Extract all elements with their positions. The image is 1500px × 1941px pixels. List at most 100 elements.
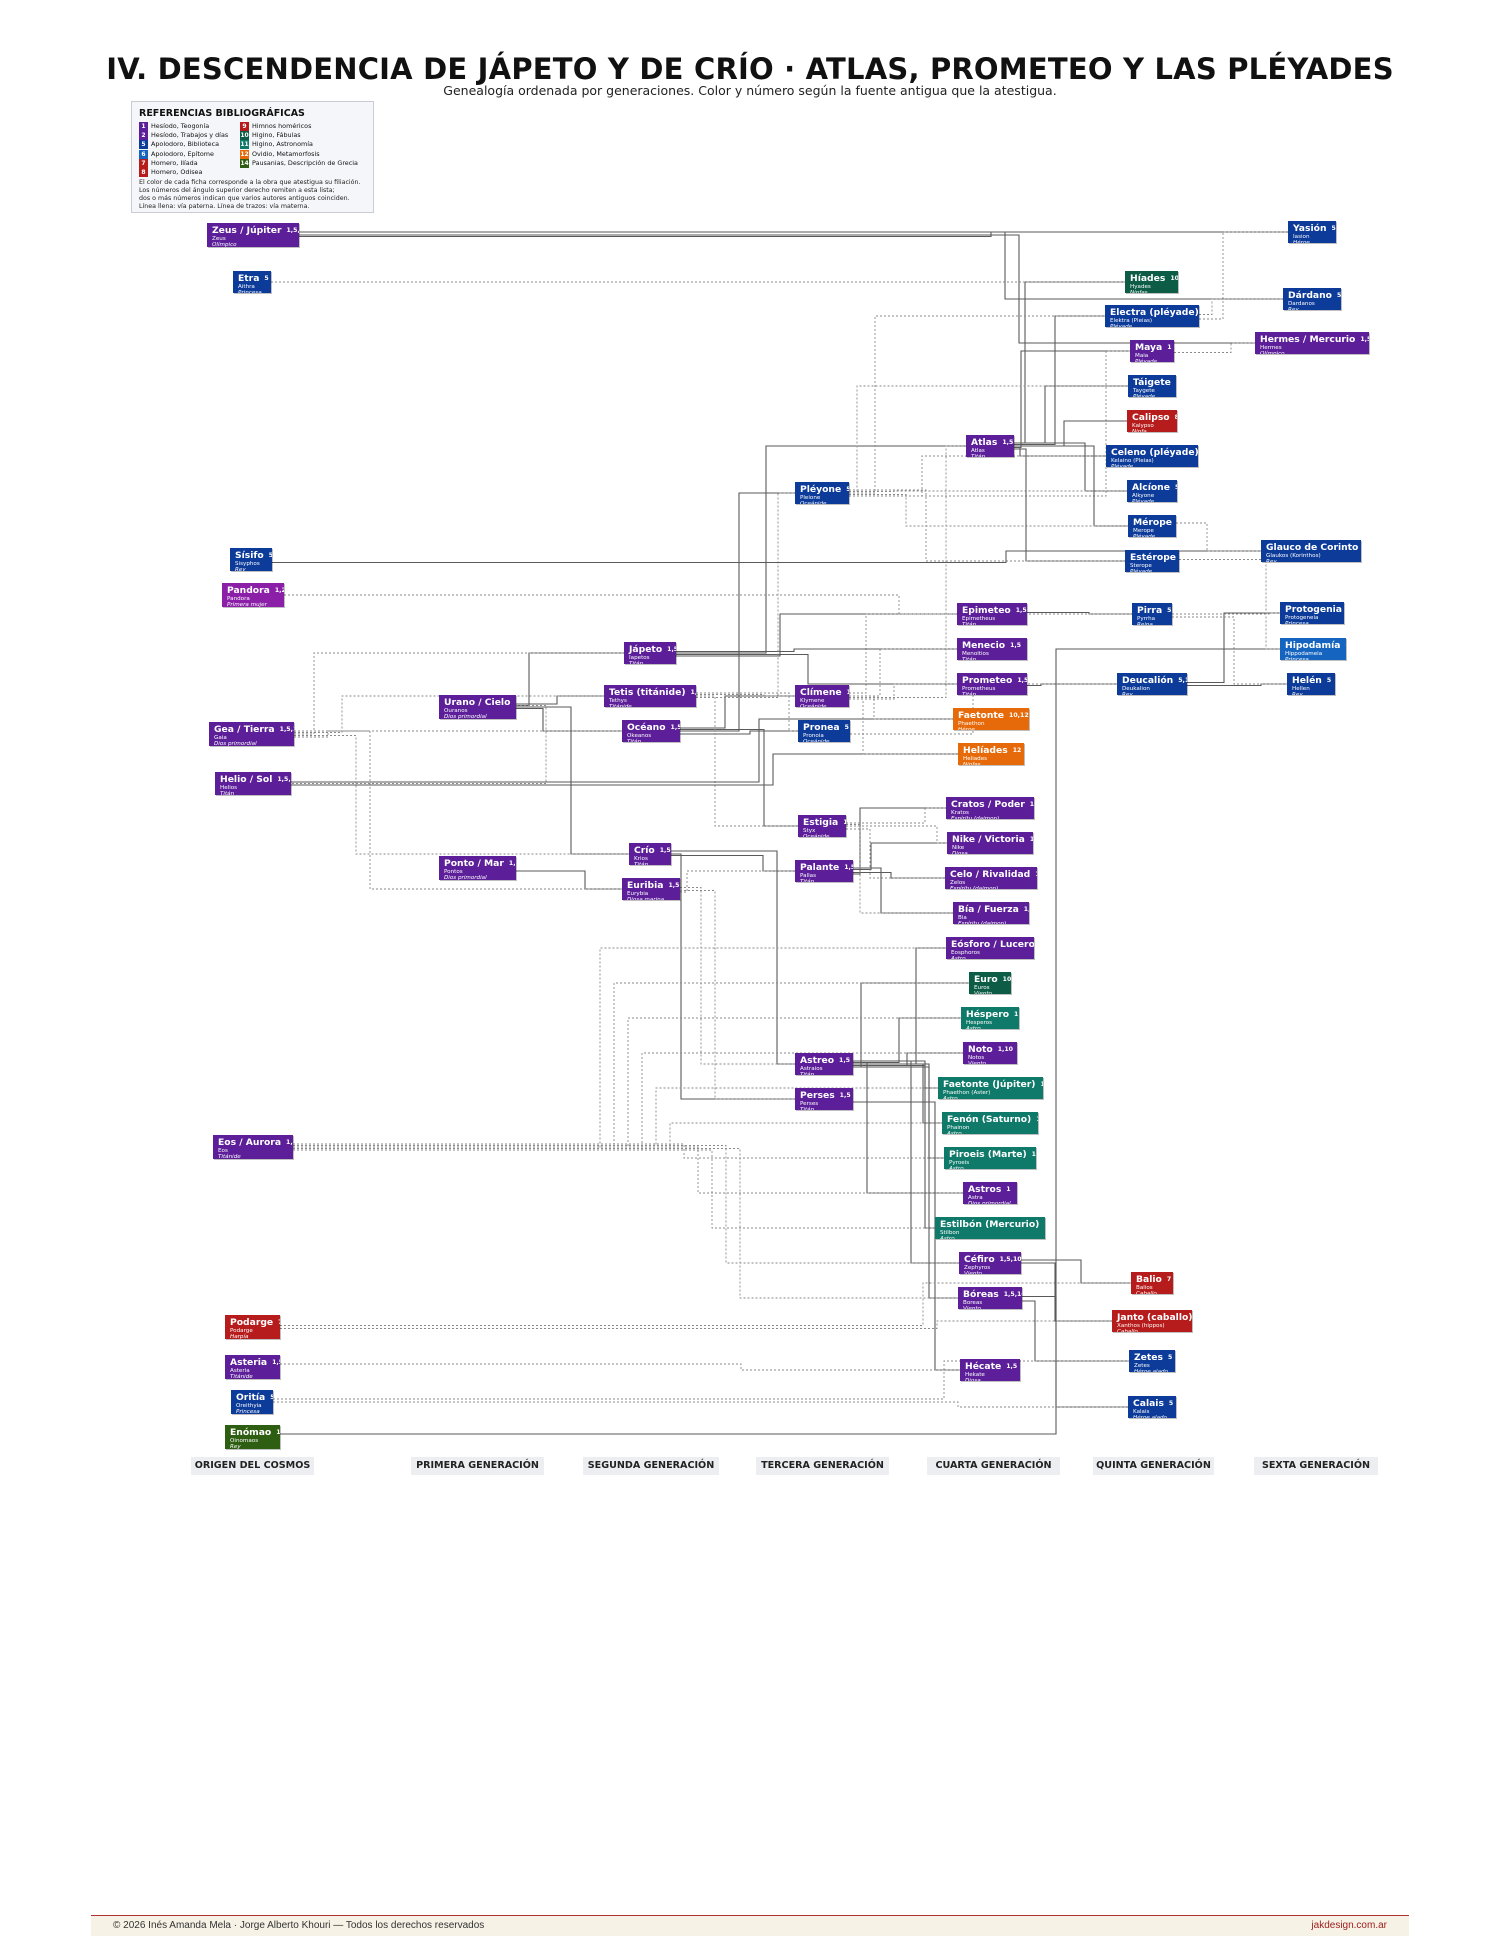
- legend-label: Himnos homéricos: [252, 122, 312, 130]
- node-merope[interactable]: Mérope5MeropePléyade: [1128, 515, 1176, 537]
- node-role: Astro: [949, 1166, 1032, 1169]
- node-euro[interactable]: Euro10EurosViento: [969, 972, 1011, 994]
- node-celeno[interactable]: Celeno (pléyade)5Kelaino (Pleias)Pléyade: [1106, 445, 1198, 467]
- node-janto[interactable]: Janto (caballo)7Xanthos (hippos)Caballo: [1112, 1310, 1192, 1332]
- node-podarge[interactable]: Podarge7PodargeHarpía: [225, 1315, 280, 1339]
- node-calais[interactable]: Calais5KalaisHéroe alado: [1128, 1396, 1176, 1418]
- link-eos-boreas: [293, 1148, 958, 1299]
- node-protogenia[interactable]: Protogenia5ProtogeneiaPrincesa: [1280, 602, 1344, 624]
- node-role: Rey: [1122, 692, 1183, 695]
- node-enomao[interactable]: Enómao14OinomaosRey: [225, 1425, 280, 1449]
- link-oceano-climene: [680, 695, 795, 729]
- node-hespero[interactable]: Héspero11HesperosAstro: [961, 1007, 1019, 1029]
- node-pirra[interactable]: Pirra5PyrrhaReina: [1132, 603, 1172, 625]
- node-yasion[interactable]: Yasión5IasionHéroe: [1288, 221, 1336, 243]
- node-esterope[interactable]: Estérope5SteropePléyade: [1125, 550, 1179, 572]
- node-balio[interactable]: Balio7BaliosCaballo: [1131, 1272, 1173, 1294]
- legend-swatch: 11: [240, 140, 249, 150]
- node-celo[interactable]: Celo / Rivalidad1,5ZelosEspíritu (daimon…: [945, 867, 1037, 889]
- node-estilbon[interactable]: Estilbón (Mercurio)11StilbonAstro: [935, 1217, 1045, 1239]
- node-helen[interactable]: Helén5HellenRey: [1287, 673, 1335, 695]
- node-title: Calais: [1133, 1398, 1164, 1409]
- node-pleyone[interactable]: Pléyone5PleioneOceánide: [795, 482, 849, 504]
- node-source-badge: 5: [264, 275, 269, 282]
- node-original-name: Phaethon (Aster): [943, 1090, 991, 1096]
- node-name: Tetis (titánide)1,5: [609, 687, 696, 698]
- node-tetis[interactable]: Tetis (titánide)1,5TethysTitánide: [604, 685, 696, 707]
- node-maya[interactable]: Maya1MaiaPléyade: [1130, 340, 1174, 362]
- node-calipso[interactable]: Calipso8KalypsoNinfa: [1127, 410, 1177, 432]
- node-role: Princesa: [1285, 621, 1340, 624]
- node-title: Nike / Victoria: [952, 834, 1025, 845]
- node-electra[interactable]: Electra (pléyade)5Elektra (Pleias)Pléyad…: [1105, 305, 1199, 327]
- link-podarge-janto: [280, 1320, 1112, 1329]
- node-etra[interactable]: Etra5AithraPrincesa: [233, 271, 271, 293]
- node-estigia[interactable]: Estigia1StyxOceánide: [798, 815, 846, 837]
- node-title: Prometeo: [962, 675, 1013, 686]
- node-role: Rey: [1288, 307, 1337, 310]
- node-eosforo[interactable]: Eósforo / Lucero1EosphorosAstro: [946, 937, 1034, 959]
- node-title: Helíades: [963, 745, 1008, 756]
- node-dardano[interactable]: Dárdano5DardanosRey: [1283, 288, 1341, 310]
- node-heliades[interactable]: Helíades12HeliadesNinfas: [958, 743, 1024, 765]
- node-title: Eos / Aurora: [218, 1137, 282, 1148]
- node-pronea[interactable]: Pronea5PronoiaOceánide: [798, 720, 850, 742]
- node-piroeis[interactable]: Piroeis (Marte)11PyroeisAstro: [944, 1147, 1036, 1169]
- node-climene[interactable]: Clímene1KlymeneOceánide: [795, 685, 849, 707]
- node-original-name: Tethys: [609, 698, 627, 704]
- node-title: Pléyone: [800, 484, 842, 495]
- footer-link[interactable]: jakdesign.com.ar: [1311, 1920, 1387, 1931]
- node-source-badge: 1,5,9: [1360, 336, 1369, 343]
- node-zetes[interactable]: Zetes5ZetesHéroe alado: [1129, 1350, 1175, 1372]
- node-original-name: Notos: [968, 1055, 985, 1061]
- node-urano[interactable]: Urano / Cielo1,5OuranosDios primordial: [439, 695, 516, 719]
- node-astros[interactable]: Astros1AstraDios primordial: [963, 1182, 1017, 1204]
- node-title: Celo / Rivalidad: [950, 869, 1031, 880]
- link-oritia-zetes: [273, 1360, 1129, 1400]
- link-enomao-hipodamia: [280, 648, 1280, 1435]
- node-original-name: Boreas: [963, 1300, 983, 1306]
- node-faetontej[interactable]: Faetonte (Júpiter)11Phaethon (Aster)Astr…: [938, 1077, 1043, 1099]
- node-alcione[interactable]: Alcíone5AlkyonePléyade: [1127, 480, 1177, 502]
- node-original-name: Zetes: [1134, 1363, 1150, 1369]
- node-hipodamia[interactable]: Hipodamía6HippodameiaPrincesa: [1280, 638, 1346, 660]
- node-glauco[interactable]: Glauco de Corinto5Glaukos (Korinthos)Rey: [1261, 540, 1361, 562]
- node-hiades[interactable]: Híades10HyadesNinfas: [1125, 271, 1178, 293]
- node-taigete[interactable]: Táigete5TaygetePléyade: [1128, 375, 1176, 397]
- link-asteria-hecate: [280, 1363, 960, 1371]
- node-fenon[interactable]: Fenón (Saturno)11PhainonAstro: [942, 1112, 1038, 1134]
- node-name: Podarge7: [230, 1317, 280, 1328]
